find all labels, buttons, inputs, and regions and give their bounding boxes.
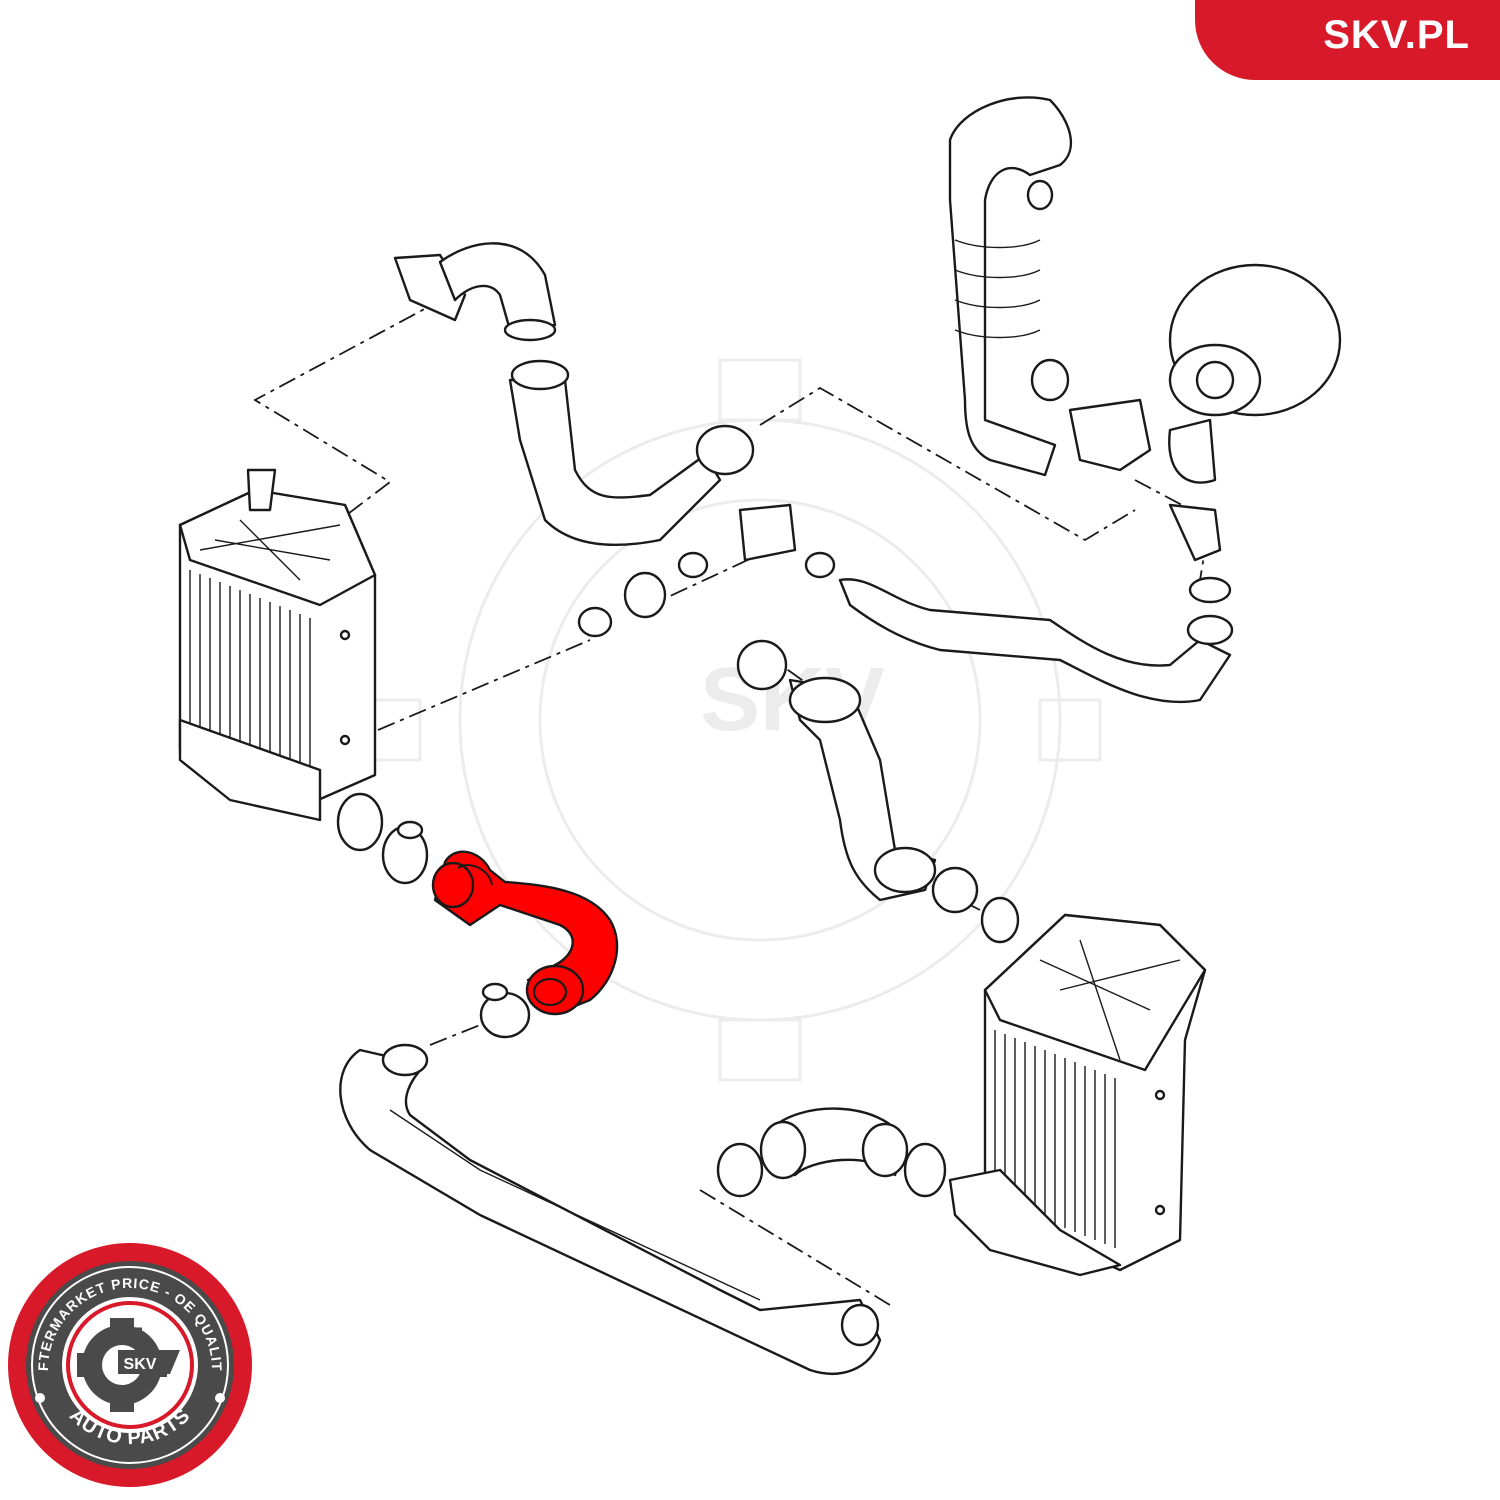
turbocharger (1168, 263, 1342, 484)
hose-clamp-upper (381, 820, 429, 885)
brand-tab[interactable]: SKV.PL (1195, 0, 1500, 80)
turbo-outlet-pipe (393, 242, 755, 547)
intercooler-left-fins (189, 570, 311, 788)
gear-logo-icon (77, 1318, 180, 1412)
hose-clamp-lower (479, 982, 531, 1039)
intercooler-right (948, 896, 1207, 1277)
quality-seal: AFTERMARKET PRICE - OE QUALITY AUTO PART… (0, 1230, 252, 1487)
charge-air-hose-highlighted[interactable] (431, 850, 619, 1016)
intercooler-left (178, 468, 384, 852)
air-intake-bellows (948, 96, 1152, 477)
intercooler-right-fins (994, 1030, 1116, 1248)
seal-badge: SKV (124, 1356, 157, 1373)
crossover-pipe (339, 1043, 882, 1375)
hose-clamp-right (716, 1142, 947, 1198)
pressure-sensor-line (577, 503, 1234, 704)
brand-site-link[interactable]: SKV.PL (1323, 13, 1470, 57)
intercooler-right-inlet-hose (736, 639, 979, 914)
intercooler-right-outlet-elbow (759, 1107, 909, 1180)
